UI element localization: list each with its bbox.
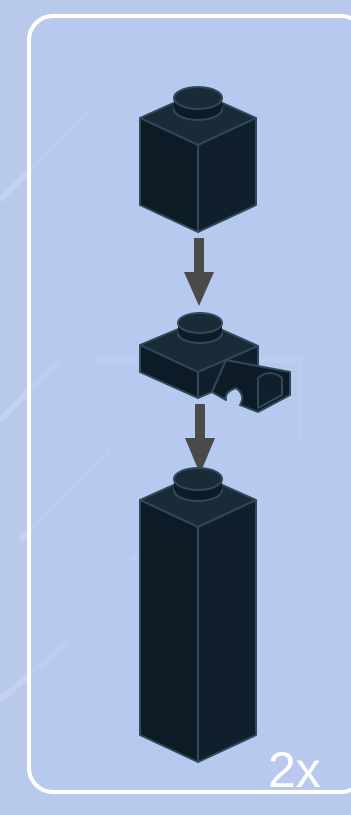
brick-1x1x5-icon xyxy=(140,468,256,762)
plate-1x1-with-clip-icon xyxy=(140,313,290,412)
arrow-down-icon xyxy=(184,238,214,306)
brick-1x1-icon xyxy=(140,87,256,232)
arrow-down-icon xyxy=(185,404,215,474)
quantity-label: 2x xyxy=(268,742,348,798)
